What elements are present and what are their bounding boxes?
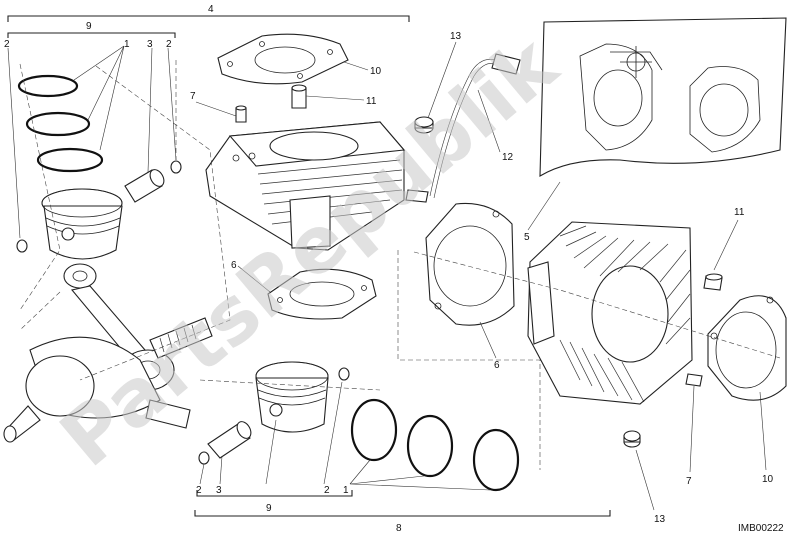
piston-rings-bottom bbox=[350, 398, 520, 492]
gasket-6-right bbox=[425, 202, 515, 326]
cylinder-4 bbox=[205, 121, 406, 251]
piston-pin-top bbox=[124, 169, 165, 203]
piston-pin-bottom bbox=[207, 421, 252, 459]
callout-labels: 4 9 2 1 3 2 10 7 11 13 12 5 6 6 11 7 10 … bbox=[4, 4, 774, 534]
callout-11-right: 11 bbox=[734, 207, 745, 218]
image-code: IMB00222 bbox=[738, 523, 784, 534]
callout-7-bottom: 7 bbox=[686, 476, 692, 487]
alignment-lines bbox=[19, 60, 781, 470]
circlips-top bbox=[16, 160, 182, 253]
callout-8: 8 bbox=[396, 523, 402, 534]
callout-12: 12 bbox=[502, 152, 514, 163]
gasket-kit-5 bbox=[539, 17, 787, 177]
callout-13-bottom: 13 bbox=[654, 514, 666, 525]
callout-9-top: 9 bbox=[86, 21, 92, 32]
cylinder-8 bbox=[527, 221, 693, 405]
dowel-11-right bbox=[703, 273, 723, 291]
callout-10-bottom: 10 bbox=[762, 474, 774, 485]
spacer-13-top bbox=[414, 116, 434, 134]
callout-4: 4 bbox=[208, 4, 214, 15]
callout-2-left: 2 bbox=[4, 39, 10, 50]
callout-9-bottom: 9 bbox=[266, 503, 272, 514]
callout-6-right: 6 bbox=[494, 360, 500, 371]
callout-11-top: 11 bbox=[366, 96, 377, 107]
callout-2-bottom-left: 2 bbox=[196, 485, 202, 496]
temperature-sensor-12 bbox=[405, 53, 521, 203]
gasket-10-top bbox=[217, 33, 349, 85]
callout-1-top: 1 bbox=[124, 39, 130, 50]
bracket-9-bottom bbox=[196, 490, 353, 497]
callout-10-top: 10 bbox=[370, 66, 382, 77]
callout-3-bottom: 3 bbox=[216, 485, 222, 496]
gasket-6-left bbox=[267, 268, 377, 320]
leader-lines bbox=[7, 41, 767, 511]
piston-bottom bbox=[255, 361, 329, 433]
callout-2-bottom-mid: 2 bbox=[324, 485, 330, 496]
piston-top bbox=[41, 188, 123, 260]
dowel-11-top bbox=[291, 84, 307, 109]
callout-3-top: 3 bbox=[147, 39, 153, 50]
callout-2-right: 2 bbox=[166, 39, 172, 50]
bracket-8 bbox=[194, 510, 611, 517]
callout-13-top: 13 bbox=[450, 31, 462, 42]
spacer-13-bottom bbox=[623, 430, 641, 448]
bracket-9-top bbox=[7, 32, 176, 38]
callout-7-top: 7 bbox=[190, 91, 196, 102]
circlips-bottom bbox=[198, 367, 350, 465]
callout-1-bottom: 1 bbox=[343, 485, 349, 496]
bracket-4 bbox=[7, 15, 410, 22]
callout-6-left: 6 bbox=[231, 260, 237, 271]
crankshaft bbox=[3, 317, 213, 443]
dowel-7-top bbox=[235, 105, 247, 123]
callout-5: 5 bbox=[524, 232, 530, 243]
piston-rings-top bbox=[17, 74, 104, 173]
dowel-7-right bbox=[685, 373, 703, 387]
